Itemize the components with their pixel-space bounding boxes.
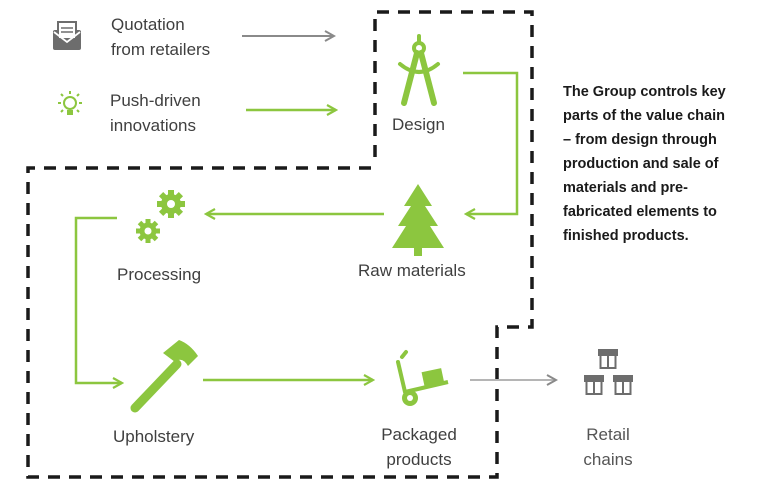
hand-truck-icon bbox=[396, 350, 449, 406]
description-line: materials and pre- bbox=[563, 180, 688, 196]
description-line: fabricated elements to bbox=[563, 204, 717, 220]
storefront-icon bbox=[584, 349, 633, 395]
retail-line-1: Retail bbox=[586, 425, 630, 444]
stage-upholstery-label: Upholstery bbox=[113, 427, 195, 446]
stage-raw-materials-label: Raw materials bbox=[358, 261, 466, 280]
retail-line-2: chains bbox=[583, 450, 633, 469]
stage-design-label: Design bbox=[392, 115, 445, 134]
lightbulb-icon bbox=[58, 91, 82, 115]
compass-icon bbox=[398, 34, 440, 106]
packaged-line-2: products bbox=[386, 450, 452, 469]
tree-icon bbox=[392, 184, 444, 256]
packaged-line-1: Packaged bbox=[381, 425, 457, 444]
input-quotation-line-2: from retailers bbox=[111, 40, 211, 59]
description-line: finished products. bbox=[563, 228, 689, 244]
input-quotation-line-1: Quotation bbox=[111, 15, 185, 34]
stage-retail-chains-label: Retail chains bbox=[572, 422, 644, 472]
input-innovations-line-1: Push-driven bbox=[110, 91, 201, 110]
arrow-design-to-raw-materials bbox=[463, 71, 519, 214]
envelope-icon bbox=[53, 21, 81, 50]
input-quotation-label: Quotation from retailers bbox=[111, 12, 210, 62]
stage-packaged-products-label: Packaged products bbox=[364, 422, 474, 472]
description-line: The Group controls key bbox=[563, 84, 726, 100]
input-innovations-line-2: innovations bbox=[110, 116, 197, 135]
description-line: – from design through bbox=[563, 132, 717, 148]
group-control-boundary bbox=[26, 10, 534, 479]
hammer-icon bbox=[130, 340, 198, 413]
value-chain-description: The Group controls key parts of the valu… bbox=[563, 80, 778, 248]
stage-processing-label: Processing bbox=[117, 265, 202, 284]
description-line: production and sale of bbox=[563, 156, 719, 172]
gears-icon bbox=[136, 190, 185, 243]
arrow-processing-to-upholstery bbox=[74, 216, 122, 383]
input-innovations-label: Push-driven innovations bbox=[110, 88, 201, 138]
description-line: parts of the value chain bbox=[563, 108, 725, 124]
